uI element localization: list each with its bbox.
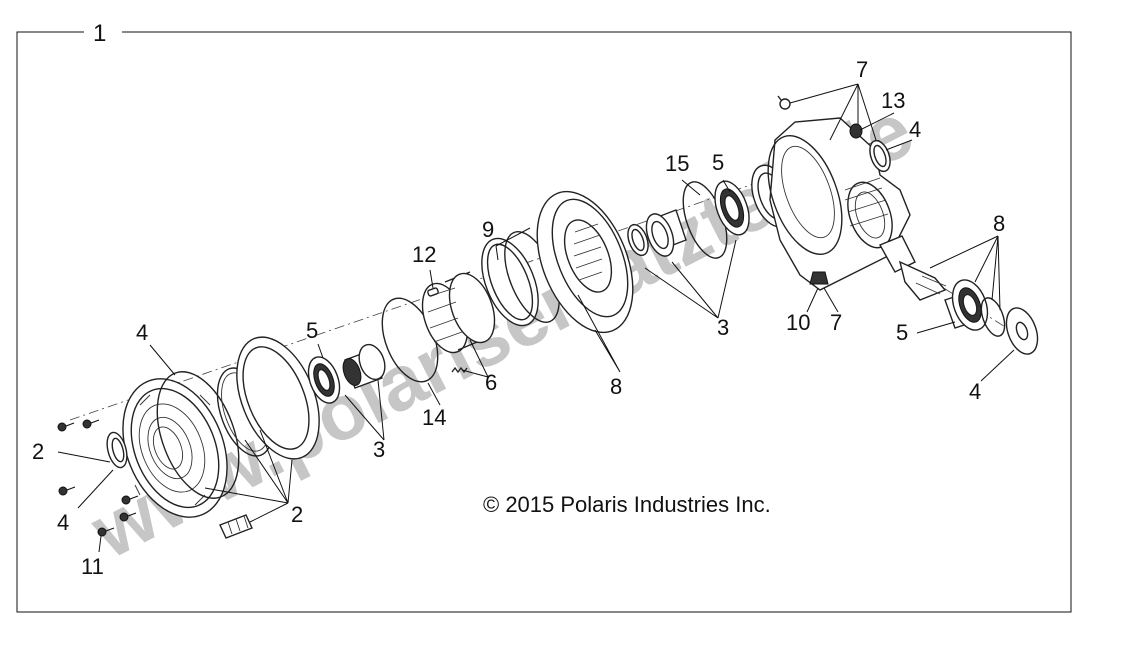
callout-c13: 13 [881, 88, 905, 113]
callout-c6: 14 [422, 405, 446, 430]
callout-c5: 6 [485, 370, 497, 395]
callout-c16: 7 [830, 310, 842, 335]
cover-o-ring[interactable] [142, 361, 255, 510]
vent-fitting[interactable] [777, 95, 791, 110]
center-bearing[interactable] [708, 177, 755, 240]
leader-lines [57, 83, 1015, 553]
callout-c11: 3 [717, 315, 729, 340]
hub-bushing[interactable] [340, 341, 390, 389]
callout-c20: 2 [32, 439, 44, 464]
assembly-frame: 1 [16, 20, 1072, 613]
callout-c21: 4 [57, 510, 69, 535]
callout-c9: 15 [665, 151, 689, 176]
left-bearing[interactable] [303, 353, 346, 408]
tapered-bearing[interactable] [641, 209, 687, 260]
dowel-pin[interactable] [427, 287, 439, 297]
bearing-race[interactable] [624, 222, 652, 258]
roller-cage[interactable] [414, 267, 503, 358]
springs[interactable] [451, 366, 468, 374]
frame-label: 1 [93, 20, 106, 47]
callout-c1: 4 [136, 320, 148, 345]
callout-c22: 2 [291, 502, 303, 527]
callout-c2: 5 [306, 318, 318, 343]
callout-c18: 5 [896, 320, 908, 345]
callout-c12: 7 [856, 57, 868, 82]
snap-ring[interactable] [977, 295, 1009, 339]
callout-c4: 12 [412, 242, 436, 267]
callout-c8: 8 [610, 374, 622, 399]
pinion-washer[interactable] [1001, 304, 1044, 359]
callout-c14: 4 [909, 117, 921, 142]
pinion-bearing[interactable] [944, 275, 994, 335]
callout-c19: 4 [969, 379, 981, 404]
callout-c23: 11 [81, 554, 104, 579]
connector-plug[interactable] [219, 514, 253, 539]
callout-c3: 3 [373, 437, 385, 462]
fill-plug-13[interactable] [849, 123, 863, 139]
pinion-gear[interactable] [879, 235, 947, 301]
callout-c15: 10 [786, 310, 810, 335]
pinion-seal[interactable] [866, 138, 894, 174]
callout-c17: 8 [993, 211, 1005, 236]
cover-bolts[interactable] [57, 419, 139, 537]
ring-gear[interactable] [518, 178, 651, 347]
left-seal[interactable] [104, 430, 131, 469]
callout-c7: 9 [482, 217, 494, 242]
callout-c10: 5 [712, 150, 724, 175]
copyright-notice: © 2015 Polaris Industries Inc. [483, 492, 771, 517]
drain-plug-10[interactable] [809, 271, 829, 285]
callout-labels: 4 5 3 12 6 14 9 8 15 5 3 7 13 4 10 7 8 5… [32, 57, 1005, 579]
